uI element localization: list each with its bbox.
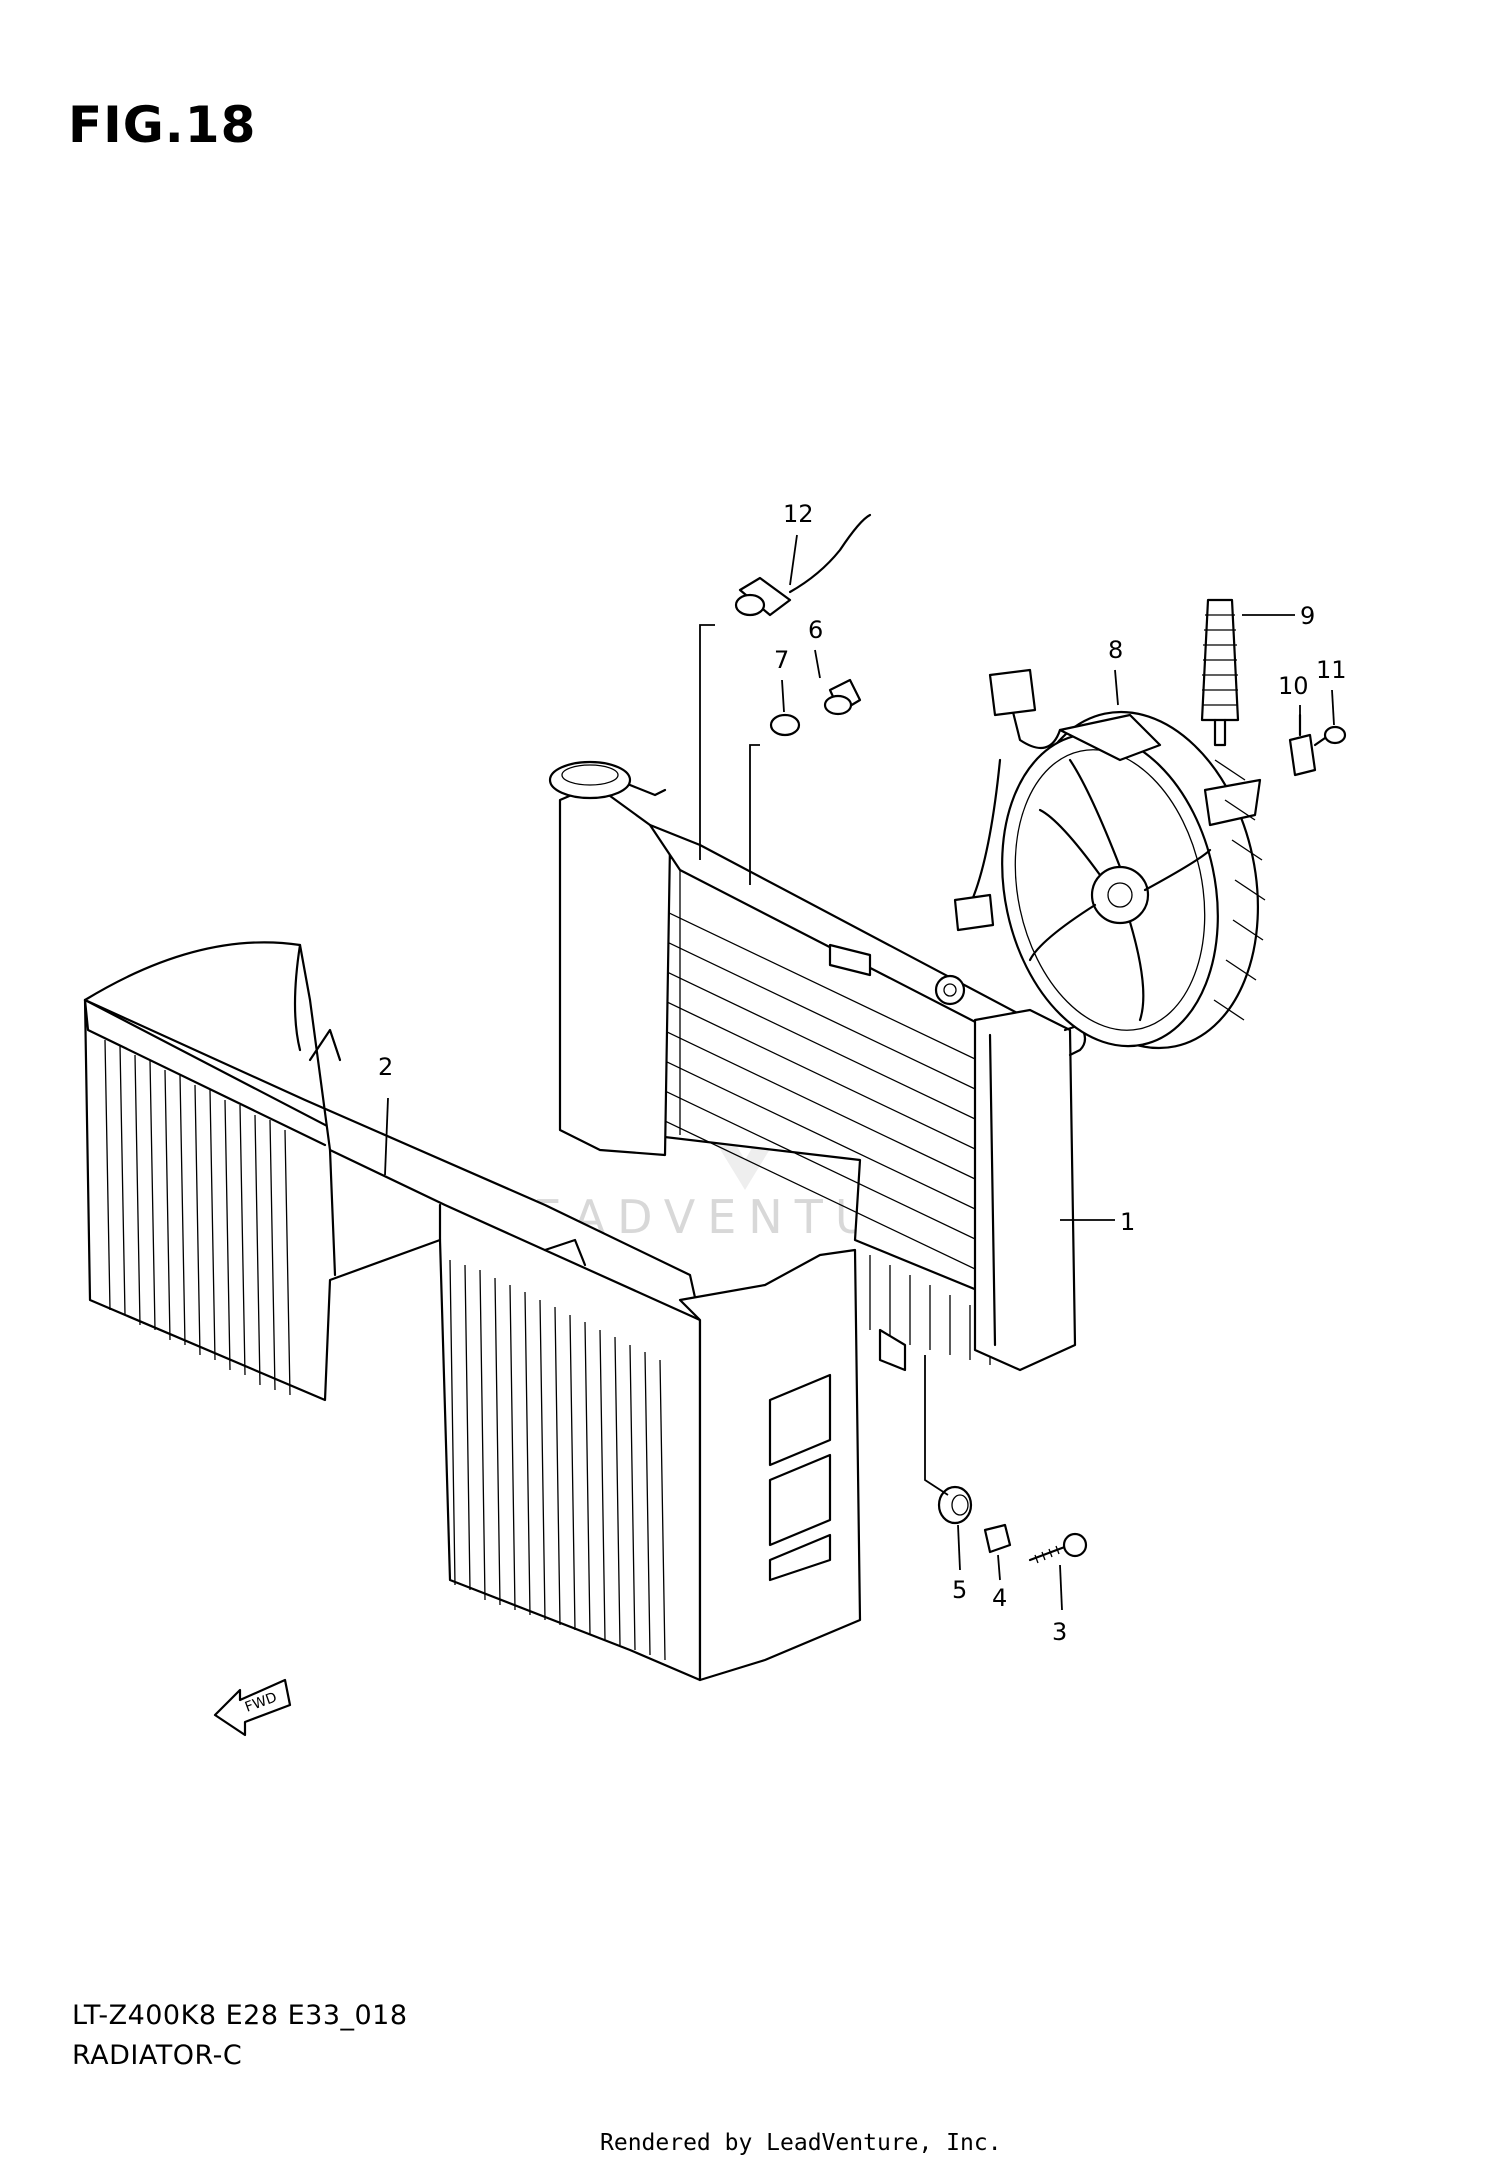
screw [1313,725,1347,747]
radiator-core [548,760,1087,1372]
figure-title: FIG.18 [68,96,257,154]
thermo-switch [734,513,872,617]
callout-2: 2 [378,1053,393,1081]
callout-6: 6 [808,616,823,644]
callout-1: 1 [1120,1208,1135,1236]
forward-arrow: FWD [213,1678,292,1737]
callout-11: 11 [1316,656,1347,684]
radiator-shroud [83,941,862,1682]
callout-9: 9 [1300,602,1315,630]
leader-lines [384,534,1335,1611]
callout-8: 8 [1108,636,1123,664]
callouts: 1 2 3 4 5 6 7 8 9 10 11 12 [378,500,1347,1646]
section-name: RADIATOR-C [72,2040,243,2071]
callout-3: 3 [1052,1618,1067,1646]
mount-hardware [937,1485,1088,1564]
rendered-by-credit: Rendered by LeadVenture, Inc. [600,2130,1002,2156]
callout-10: 10 [1278,672,1309,700]
callout-7: 7 [774,646,789,674]
clamp [1288,713,1317,777]
model-code: LT-Z400K8 E28 E33_018 [72,2000,408,2031]
callout-12: 12 [783,500,814,528]
o-ring [769,713,801,737]
fan-thermo-switch [823,678,862,716]
callout-5: 5 [952,1576,967,1604]
rubber-boot [1200,598,1240,747]
cooling-fan [953,668,1266,1050]
callout-4: 4 [992,1584,1007,1612]
